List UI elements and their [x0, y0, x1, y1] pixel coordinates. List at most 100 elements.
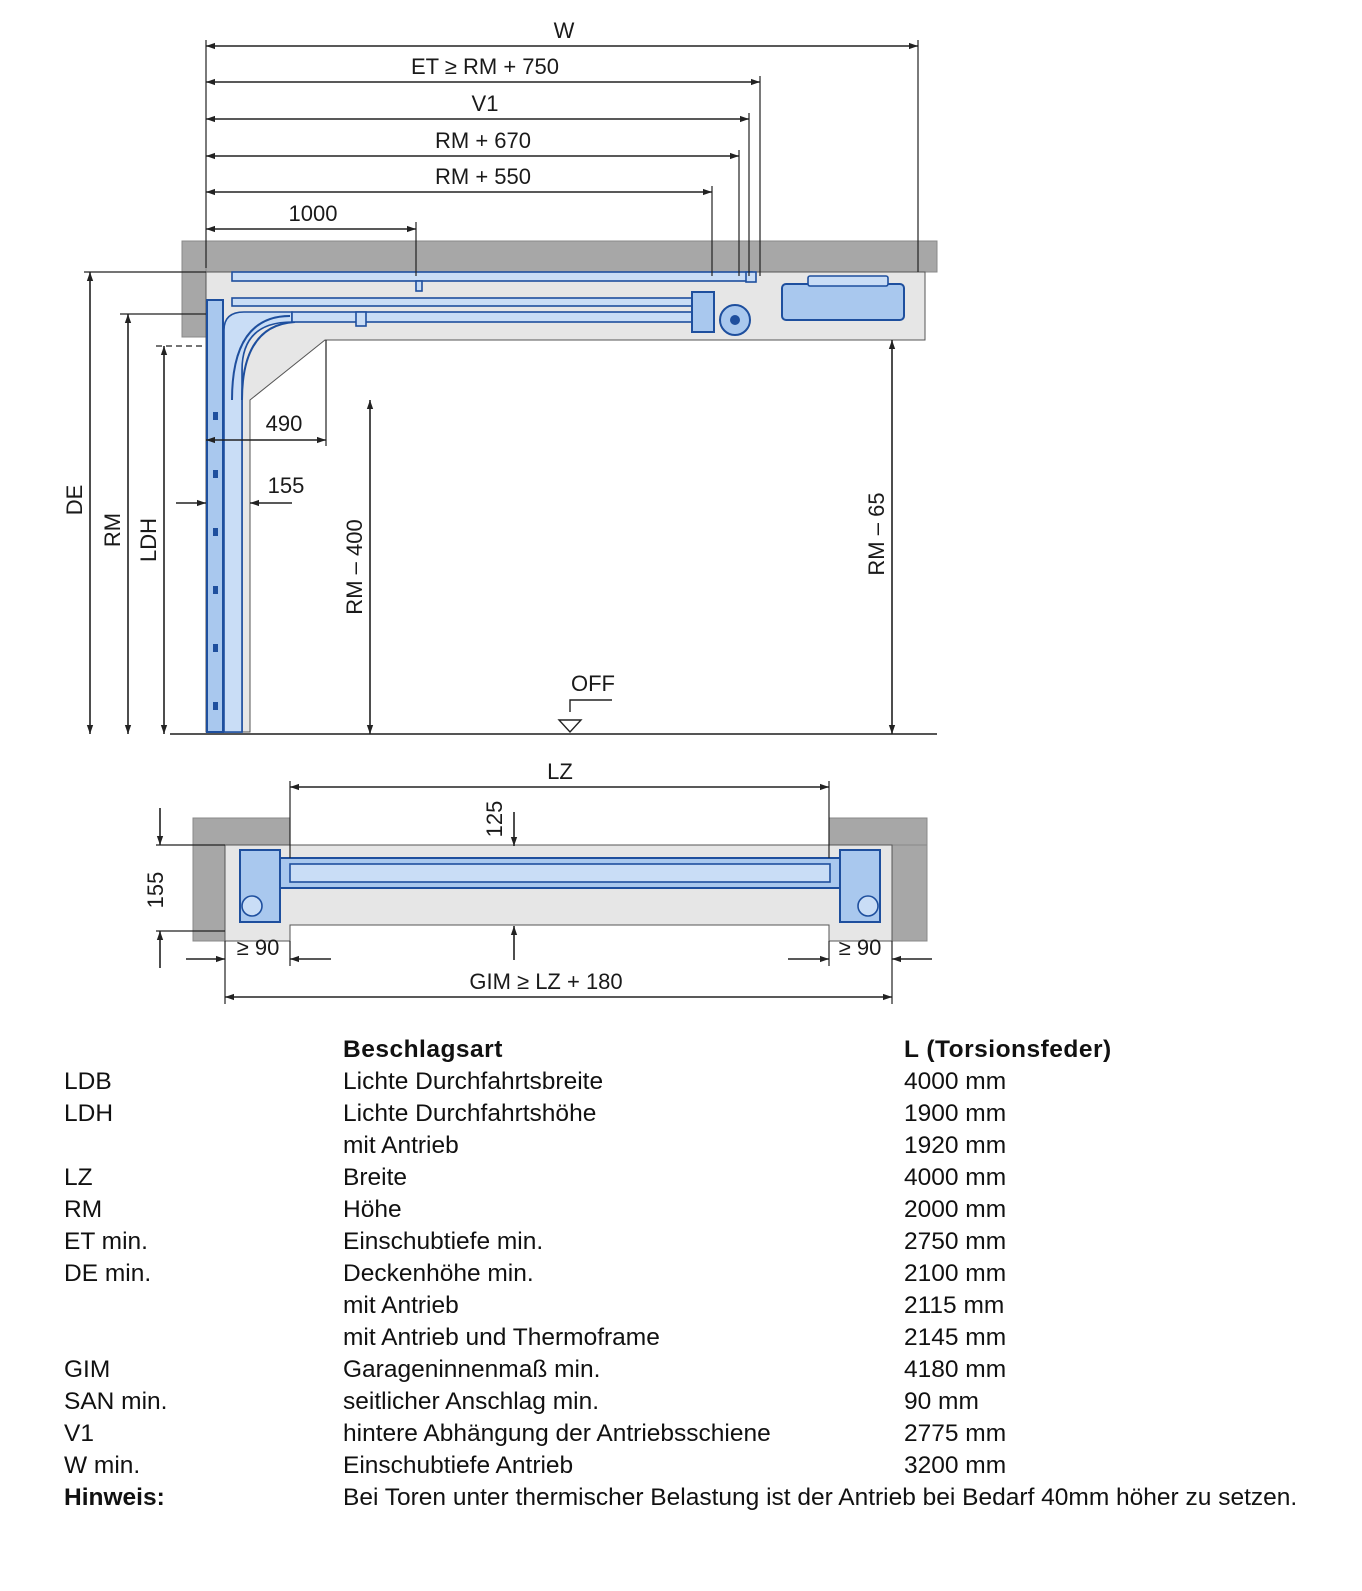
- table-row: mit Antrieb und Thermoframe 2145 mm: [64, 1322, 1324, 1354]
- drive-rail: [231, 271, 753, 282]
- table-row: mit Antrieb 1920 mm: [64, 1130, 1324, 1162]
- row-abbr: SAN min.: [64, 1388, 168, 1415]
- row-abbr: W min.: [64, 1452, 141, 1479]
- row-desc: Lichte Durchfahrtshöhe: [343, 1100, 597, 1127]
- row-desc: Breite: [343, 1164, 408, 1191]
- rail-clip: [415, 280, 423, 292]
- row-value: 4180 mm: [904, 1356, 1007, 1383]
- door-installation-diagram: W ET ≥ RM + 750 V1 RM + 670 RM + 550 100…: [62, 18, 938, 1004]
- row-desc: Einschubtiefe Antrieb: [343, 1452, 574, 1479]
- row-abbr: RM: [64, 1196, 103, 1223]
- plan-view: LZ 125 155 ≥ 90 ≥ 90 GIM ≥ LZ + 180: [143, 759, 932, 1004]
- row-value: 90 mm: [904, 1388, 979, 1415]
- dim-label-et: ET ≥ RM + 750: [411, 54, 559, 79]
- row-abbr: LDH: [64, 1100, 114, 1127]
- row-desc: mit Antrieb: [343, 1292, 459, 1319]
- row-abbr: LDB: [64, 1068, 112, 1095]
- dim-label-rm400: RM – 400: [342, 519, 367, 614]
- row-value: 2000 mm: [904, 1196, 1007, 1223]
- right-wall: [828, 817, 928, 846]
- door-leaf-plan-inner: [289, 863, 831, 883]
- table-row: LDB Lichte Durchfahrtsbreite 4000 mm: [64, 1066, 1324, 1098]
- dim-label-de: DE: [62, 485, 87, 516]
- off-triangle: [557, 719, 583, 734]
- side-view: W ET ≥ RM + 750 V1 RM + 670 RM + 550 100…: [62, 18, 938, 735]
- row-value: 2145 mm: [904, 1324, 1007, 1351]
- rail-end: [745, 271, 757, 283]
- header-beschlagsart: Beschlagsart: [343, 1036, 503, 1063]
- row-abbr: [64, 1322, 343, 1354]
- header-torsionsfeder: L (Torsionsfeder): [904, 1036, 1112, 1063]
- dim-label-1000: 1000: [289, 201, 338, 226]
- cable-drum-hub: [730, 315, 740, 325]
- installation-space: [205, 271, 926, 733]
- row-abbr: DE min.: [64, 1260, 152, 1287]
- lintel-wall: [181, 240, 207, 338]
- spec-table-header: Beschlagsart L (Torsionsfeder): [64, 1034, 1324, 1066]
- row-value: 1900 mm: [904, 1100, 1007, 1127]
- row-abbr: [64, 1290, 343, 1322]
- ceiling: [181, 240, 938, 273]
- row-value: 2750 mm: [904, 1228, 1007, 1255]
- right-roller: [857, 895, 879, 917]
- hanger: [355, 311, 367, 327]
- table-row: W min. Einschubtiefe Antrieb 3200 mm: [64, 1450, 1324, 1482]
- row-desc: mit Antrieb und Thermoframe: [343, 1324, 660, 1351]
- row-value: 4000 mm: [904, 1068, 1007, 1095]
- table-row: SAN min. seitlicher Anschlag min. 90 mm: [64, 1386, 1324, 1418]
- header-abbr: [64, 1034, 343, 1066]
- dim-label-san-right: ≥ 90: [839, 935, 882, 960]
- row-desc: Höhe: [343, 1196, 402, 1223]
- dim-label-gim: GIM ≥ LZ + 180: [469, 969, 622, 994]
- torsion-bracket: [691, 291, 715, 333]
- horizontal-track: [291, 311, 713, 323]
- horizontal-dimensions: [205, 40, 919, 276]
- row-value: 2100 mm: [904, 1260, 1007, 1287]
- dim-label-rm550: RM + 550: [435, 164, 531, 189]
- row-desc: Garageninnenmaß min.: [343, 1356, 601, 1383]
- door-rollers: [213, 412, 218, 710]
- row-value: 2115 mm: [904, 1292, 1005, 1319]
- dim-label-155-plan: 155: [143, 872, 168, 909]
- table-row: mit Antrieb 2115 mm: [64, 1290, 1324, 1322]
- track-arc-inner: [231, 315, 291, 401]
- dim-label-w: W: [554, 18, 575, 43]
- dim-label-155-side: 155: [268, 473, 305, 498]
- table-row: RM Höhe 2000 mm: [64, 1194, 1324, 1226]
- left-wall-return: [192, 844, 226, 942]
- dim-label-san-left: ≥ 90: [237, 935, 280, 960]
- dim-label-v1: V1: [472, 91, 499, 116]
- left-roller: [241, 895, 263, 917]
- row-desc: seitlicher Anschlag min.: [343, 1388, 600, 1415]
- left-wall: [192, 817, 291, 846]
- dim-label-125: 125: [482, 801, 507, 838]
- note-label: Hinweis:: [64, 1484, 165, 1511]
- row-desc: mit Antrieb: [343, 1132, 459, 1159]
- dim-label-rm670: RM + 670: [435, 128, 531, 153]
- table-row: V1 hintere Abhängung der Antriebsschiene…: [64, 1418, 1324, 1450]
- row-abbr: ET min.: [64, 1228, 148, 1255]
- track-arc: [241, 321, 296, 401]
- row-abbr: LZ: [64, 1164, 93, 1191]
- row-value: 4000 mm: [904, 1164, 1007, 1191]
- door-leaf: [206, 299, 224, 733]
- spec-table: Beschlagsart L (Torsionsfeder) LDB Licht…: [64, 1034, 1324, 1514]
- row-desc: hintere Abhängung der Antriebsschiene: [343, 1420, 771, 1447]
- guide-rail: [231, 297, 703, 307]
- right-wall-return: [891, 844, 928, 942]
- drive-motor-cap: [807, 275, 889, 287]
- row-abbr: GIM: [64, 1356, 111, 1383]
- dim-label-ldh: LDH: [136, 518, 161, 562]
- drive-motor: [781, 283, 905, 321]
- dim-label-lz: LZ: [547, 759, 573, 784]
- table-row: ET min. Einschubtiefe min. 2750 mm: [64, 1226, 1324, 1258]
- row-desc: Lichte Durchfahrtsbreite: [343, 1068, 604, 1095]
- row-value: 1920 mm: [904, 1132, 1007, 1159]
- note-row: Hinweis: Bei Toren unter thermischer Bel…: [64, 1482, 1324, 1514]
- table-row: GIM Garageninnenmaß min. 4180 mm: [64, 1354, 1324, 1386]
- dim-label-rm65: RM – 65: [864, 492, 889, 575]
- dim-label-490: 490: [266, 411, 303, 436]
- row-value: 3200 mm: [904, 1452, 1007, 1479]
- row-desc: Deckenhöhe min.: [343, 1260, 534, 1287]
- dim-label-rm: RM: [100, 513, 125, 547]
